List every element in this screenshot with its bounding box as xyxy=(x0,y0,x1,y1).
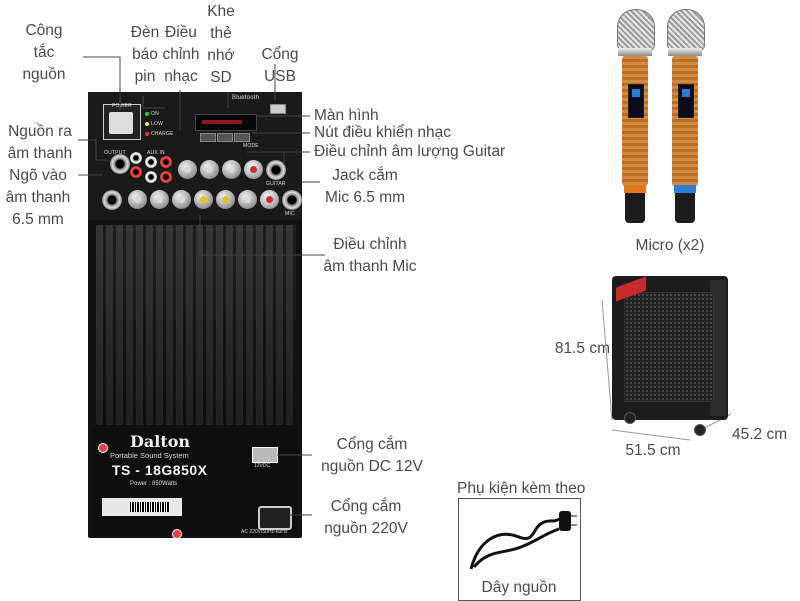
rca-out-white[interactable] xyxy=(130,152,142,164)
label-guitar-volume: Điều chỉnh âm lượng Guitar xyxy=(314,143,506,160)
led-low-icon xyxy=(145,122,149,126)
heatsink xyxy=(96,225,296,425)
microphone-2-ring xyxy=(668,48,702,56)
ac-label: AC 220V/50Hz-60Hz xyxy=(241,529,288,535)
wireless-volume-knob[interactable] xyxy=(238,190,257,209)
speaker-side xyxy=(710,280,726,416)
label-accessories: Phụ kiện kèm theo xyxy=(457,480,586,497)
microphone-1-ring xyxy=(618,48,652,56)
led-on-icon xyxy=(145,112,149,116)
model-name: TS - 18G850X xyxy=(112,462,208,478)
label-height: 81.5 cm xyxy=(554,340,610,357)
wheel-icon xyxy=(624,412,636,424)
screw-icon xyxy=(172,529,182,539)
label-power-cord: Dây nguồn xyxy=(481,579,557,596)
heatsink-shade xyxy=(96,225,296,425)
guitar-volume-knob[interactable] xyxy=(244,160,263,179)
power-switch[interactable] xyxy=(109,112,133,134)
microphone-1-head xyxy=(617,9,655,51)
bluetooth-label: Bluetooth xyxy=(232,95,260,101)
microphone-2-tip xyxy=(675,193,695,223)
led-on-label: ON xyxy=(151,111,159,117)
speaker-grill xyxy=(624,292,714,402)
rca-aux-red[interactable] xyxy=(160,171,172,183)
mic-mid-knob[interactable] xyxy=(150,190,169,209)
microphone-1-tip xyxy=(625,193,645,223)
rca-out-red[interactable] xyxy=(130,166,142,178)
display-screen xyxy=(195,114,257,131)
power-cord-icon xyxy=(469,511,577,570)
guitar-label: GUITAR xyxy=(266,181,286,187)
delay-knob[interactable] xyxy=(194,190,213,209)
ac-port[interactable] xyxy=(258,506,292,530)
screw-icon xyxy=(98,443,108,453)
label-depth: 45.2 cm xyxy=(732,426,788,443)
play-button[interactable] xyxy=(217,133,233,142)
rca-aux-white[interactable] xyxy=(145,171,157,183)
aux-in-label: AUX IN xyxy=(147,150,165,156)
mic-volume-knob[interactable] xyxy=(260,190,279,209)
led-charge-label: CHARGE xyxy=(151,131,174,137)
microphone-1-body xyxy=(622,56,648,186)
power-rating: Power : 850Watts xyxy=(130,481,178,487)
music-hi-knob[interactable] xyxy=(178,160,197,179)
microphone-2-display xyxy=(678,84,694,118)
wheel-icon xyxy=(694,424,706,436)
output-label: OUTPUT xyxy=(104,150,126,156)
dc-label: 12VDC xyxy=(254,463,271,469)
mic-jack[interactable] xyxy=(282,190,302,210)
next-button[interactable] xyxy=(234,133,250,142)
echo-knob[interactable] xyxy=(216,190,235,209)
audio-out-jack[interactable] xyxy=(110,154,130,174)
product-subtitle: Portable Sound System xyxy=(110,451,189,460)
guitar-jack[interactable] xyxy=(266,160,286,180)
dc-port[interactable] xyxy=(252,447,278,463)
microphone-2-body xyxy=(672,56,698,186)
brand-logo: Dalton xyxy=(130,432,191,451)
audio-in-jack[interactable] xyxy=(102,190,122,210)
mic-label: MIC xyxy=(285,211,295,217)
microphone-1-display xyxy=(628,84,644,118)
barcode-sticker xyxy=(102,498,182,516)
label-width: 51.5 cm xyxy=(625,442,681,459)
microphone-2-band xyxy=(674,185,696,193)
label-micro: Micro (x2) xyxy=(635,237,705,254)
microphone-2-head xyxy=(667,9,705,51)
music-volume-knob[interactable] xyxy=(222,160,241,179)
mic-low-knob[interactable] xyxy=(172,190,191,209)
rca-in-white[interactable] xyxy=(145,156,157,168)
led-low-label: LOW xyxy=(151,121,163,127)
rca-in-red[interactable] xyxy=(160,156,172,168)
mode-label: MODE xyxy=(243,143,259,149)
prev-button[interactable] xyxy=(200,133,216,142)
led-charge-icon xyxy=(145,132,149,136)
music-low-knob[interactable] xyxy=(200,160,219,179)
usb-port[interactable] xyxy=(270,104,286,114)
label-screen: Màn hình xyxy=(314,107,379,124)
power-label: POWER xyxy=(112,103,132,109)
microphone-1-band xyxy=(624,185,646,193)
mic-hi-knob[interactable] xyxy=(128,190,147,209)
label-music-buttons: Nút điều khiển nhạc xyxy=(314,124,452,141)
